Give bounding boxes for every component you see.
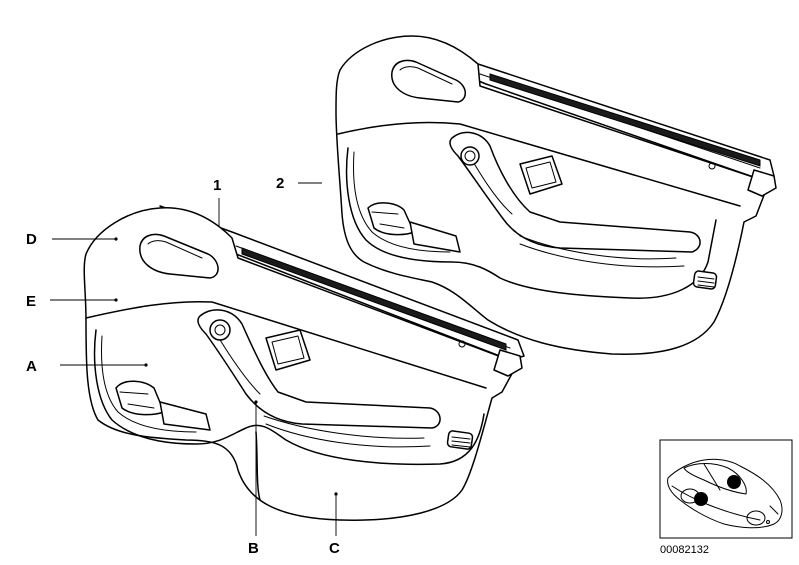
- door-trim-panel-1: [83, 205, 525, 521]
- callout-1: 1: [213, 177, 221, 194]
- location-marker-rear: [727, 475, 741, 489]
- callout-E: E: [26, 293, 36, 310]
- door-trim-panel-2: [335, 35, 777, 355]
- callout-D: D: [26, 231, 37, 248]
- leader-lines: [50, 182, 338, 536]
- callout-B: B: [248, 540, 259, 557]
- part-number: 00082132: [660, 544, 709, 556]
- location-marker-front: [694, 492, 708, 506]
- vehicle-location-inset: [659, 439, 793, 539]
- callout-C: C: [329, 540, 340, 557]
- callout-A: A: [26, 358, 37, 375]
- callout-2: 2: [276, 175, 284, 192]
